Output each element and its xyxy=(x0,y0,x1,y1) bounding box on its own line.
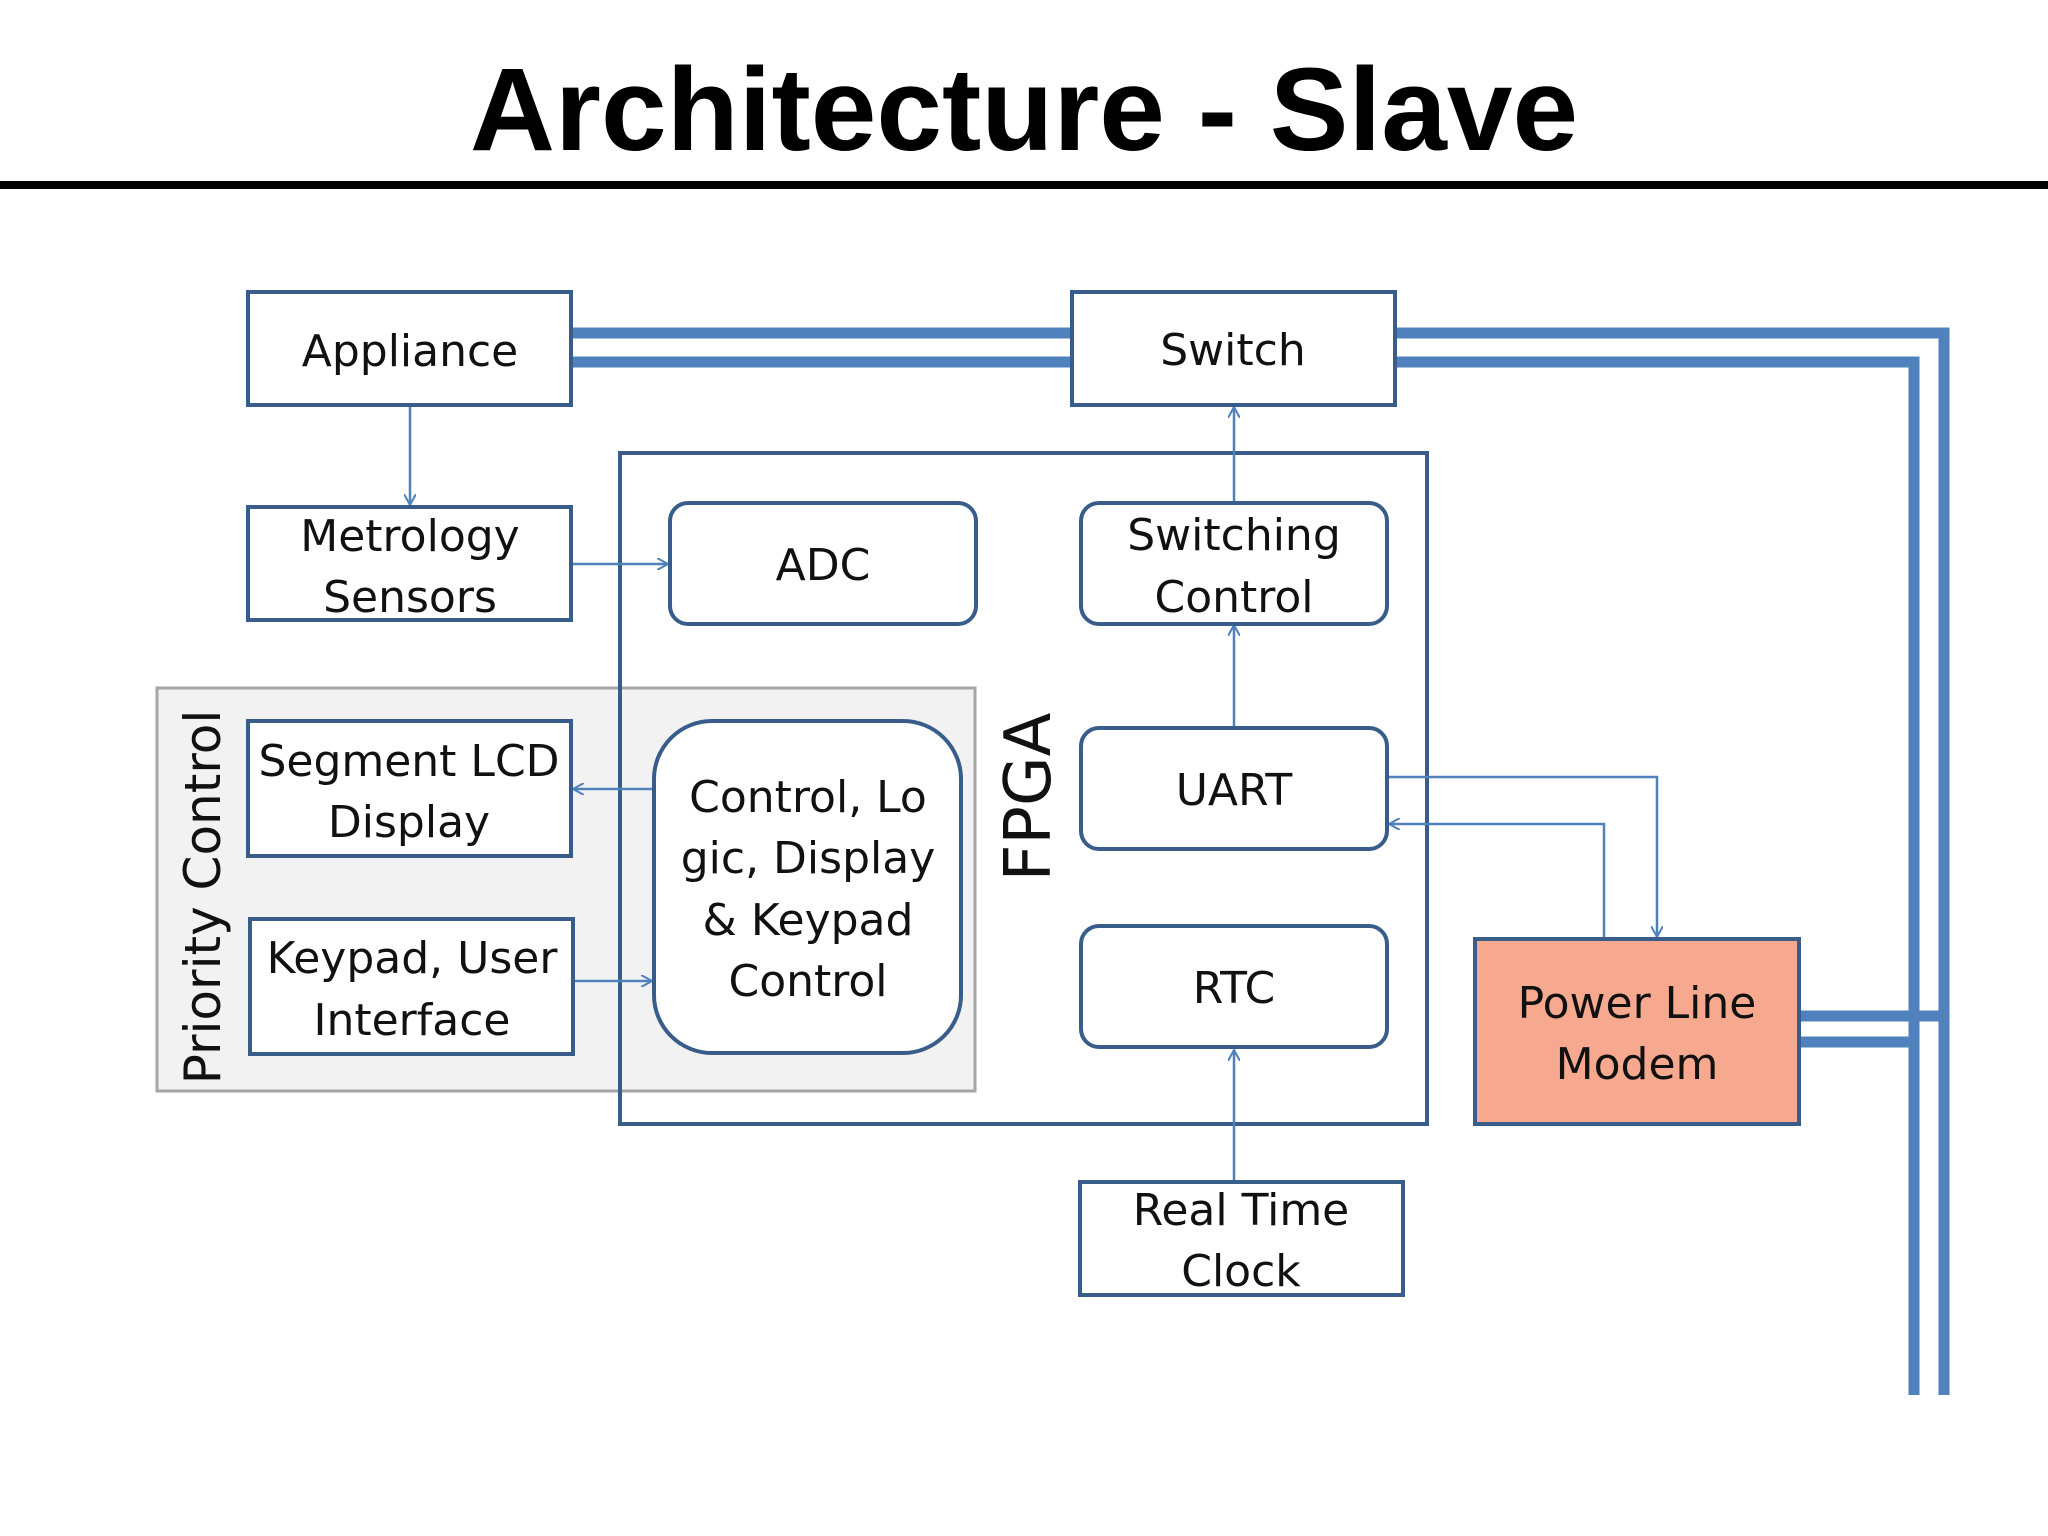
switching-control-box xyxy=(1079,501,1389,626)
keypad-label-line2: Interface xyxy=(314,995,511,1046)
segment-lcd-label-line2: Display xyxy=(328,797,490,848)
arrow-uart-modem xyxy=(1387,775,1657,937)
power-line-modem-box xyxy=(1473,937,1801,1126)
page-title: Architecture - Slave xyxy=(469,44,1579,176)
power-bus xyxy=(571,327,1950,1395)
appliance-box xyxy=(246,290,573,407)
metrology-label-line1: Metrology xyxy=(300,511,519,562)
switching-control-label-line2: Control xyxy=(1154,572,1313,623)
segment-lcd-label-line1: Segment LCD xyxy=(258,736,559,787)
keypad-label-line1: Keypad, User xyxy=(267,933,559,984)
control-logic-label-line4: Control xyxy=(728,956,887,1007)
power-line-modem-label-line2: Modem xyxy=(1556,1039,1719,1090)
uart-label: UART xyxy=(1176,765,1293,816)
control-logic-label-line2: gic, Display xyxy=(681,833,936,884)
priority-control-label: Priority Control xyxy=(174,710,232,1085)
real-time-clock-label-line1: Real Time xyxy=(1133,1185,1350,1236)
real-time-clock-box xyxy=(1078,1180,1405,1297)
control-logic-label-line1: Control, Lo xyxy=(689,772,927,823)
control-logic-box xyxy=(652,719,963,1055)
metrology-sensors-box xyxy=(246,505,573,622)
keypad-box xyxy=(248,917,575,1056)
power-line-modem-label-line1: Power Line xyxy=(1518,978,1757,1029)
fpga-label: FPGA xyxy=(992,712,1066,881)
rtc-box xyxy=(1079,924,1389,1049)
signal-arrows xyxy=(410,405,1657,1180)
rtc-label: RTC xyxy=(1193,963,1275,1014)
adc-box xyxy=(668,501,978,626)
uart-box xyxy=(1079,726,1389,851)
real-time-clock-label-line2: Clock xyxy=(1181,1246,1301,1297)
arrow-modem-uart xyxy=(1389,824,1606,937)
switch-box xyxy=(1070,290,1397,407)
appliance-label: Appliance xyxy=(302,326,519,377)
control-logic-label-line3: & Keypad xyxy=(703,895,914,946)
switching-control-label-line1: Switching xyxy=(1127,510,1341,561)
metrology-label-line2: Sensors xyxy=(323,572,497,623)
adc-label: ADC xyxy=(776,540,871,591)
switch-label: Switch xyxy=(1160,325,1305,376)
segment-lcd-box xyxy=(246,719,573,858)
